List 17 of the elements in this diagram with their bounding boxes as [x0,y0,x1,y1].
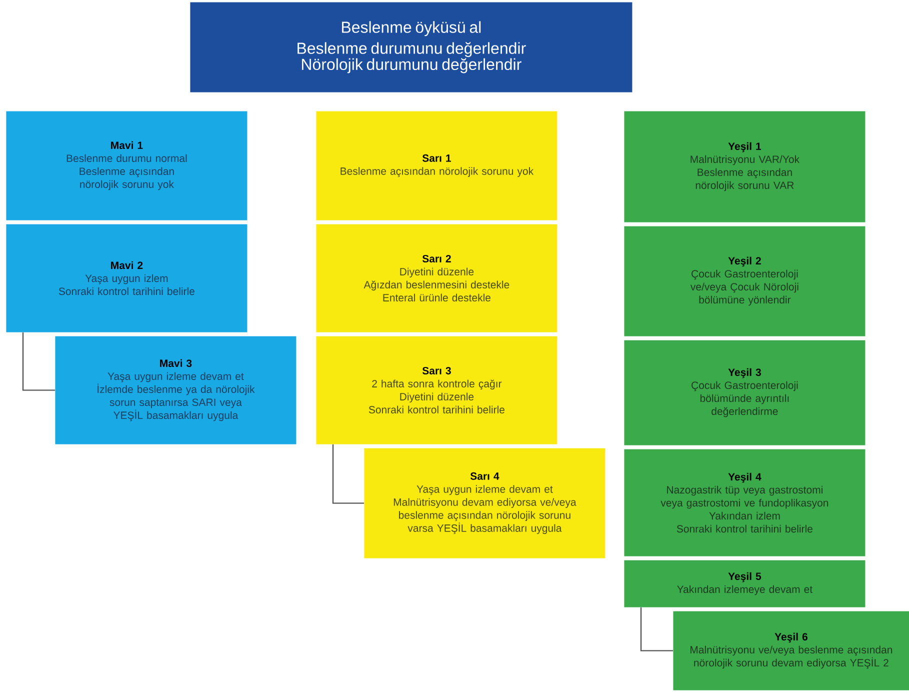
step-box: Mavi 3 Yaşa uygun izleme devam et İzlemde beslenme ya da nörolojik sorun saptanırsa SARI veya YEŞİL basamakları uygula [55,336,296,444]
step-box: Sarı 2 Diyetini düzenle Ağızdan beslenmesini destekle Enteral ürünle destekle [316,224,558,332]
step-box: Sarı 4 Yaşa uygun izleme devam et Malnütrisyonu devam ediyorsa ve/veya beslenme açısından nörolojik sorunu varsa YEŞİL basamakları uygula [364,448,606,558]
step-box: Yeşil 4 Nazogastrik tüp veya gastrostomi veya gastrostomi ve fundoplikasyon Yakından izlem Sonraki kontrol tarihini belirle [624,449,866,556]
connector-line [22,332,55,391]
step-box: Mavi 1 Beslenme durumu normal Beslenme açısından nörolojik sorunu yok [6,111,248,220]
step-box: Yeşil 2 Çocuk Gastroenteroloji ve/veya Çocuk Nöroloji bölümüne yönlendir [624,226,866,336]
step-box: Yeşil 5 Yakından izlemeye devam et [624,560,866,608]
step-box: Sarı 3 2 hafta sonra kontrole çağır Diyetini düzenle Sonraki kontrol tarihini belirle [316,336,558,444]
step-box: Yeşil 1 Malnütrisyonu VAR/Yok Beslenme açısından nörolojik sorunu VAR [624,111,866,222]
connector-line [640,607,674,652]
step-box: Yeşil 6 Malnütrisyonu ve/veya beslenme açısından nörolojik sorunu devam ediyorsa YEŞİL 2 [673,611,909,690]
step-box: Sarı 1 Beslenme açısından nörolojik sorunu yok [316,111,558,220]
step-box: Yeşil 3 Çocuk Gastroenteroloji bölümünde ayrıntılı değerlendirme [624,340,866,446]
step-box: Mavi 2 Yaşa uygun izlem Sonraki kontrol tarihini belirle [6,224,248,332]
connector-line [332,444,364,504]
header-box: Beslenme öyküsü al Beslenme durumunu değerlendir Nörolojik durumunu değerlendir [190,2,632,92]
